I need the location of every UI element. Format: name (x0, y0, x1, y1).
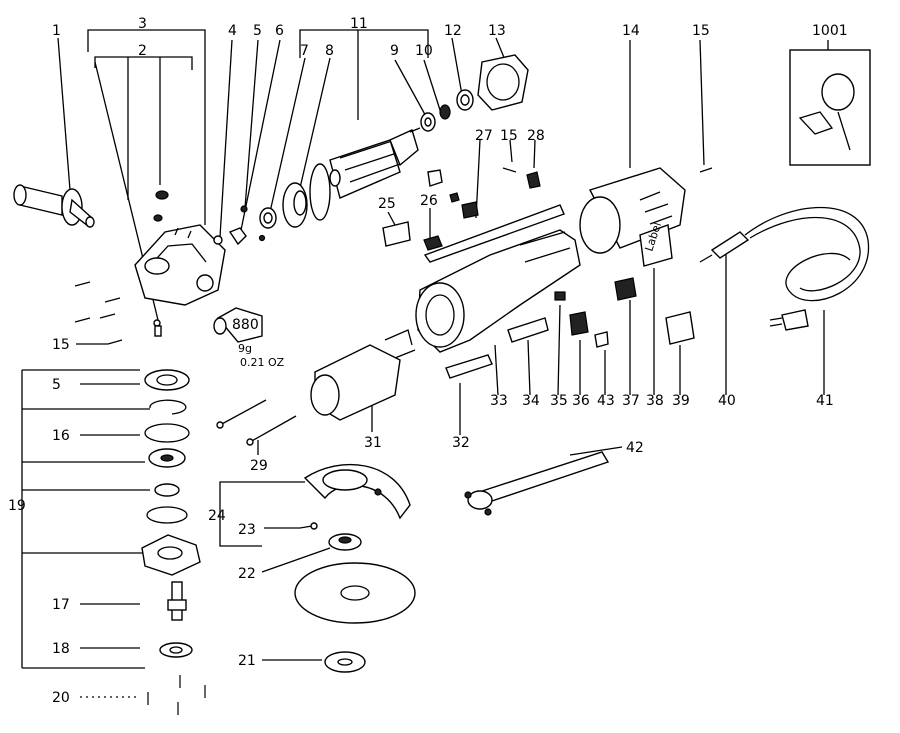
label-43: 43 (597, 393, 615, 409)
label-25: 25 (378, 196, 396, 212)
motor-housing-part (415, 229, 581, 353)
label-2: 2 (138, 43, 147, 59)
label-20: 20 (52, 690, 70, 706)
brush-parts (382, 169, 565, 263)
label-15-right: 15 (692, 23, 710, 39)
label-10: 10 (415, 43, 433, 59)
armature-part (309, 127, 421, 221)
label-3: 3 (138, 16, 147, 32)
pin-spanner-part (464, 451, 610, 516)
label-9: 9 (390, 43, 399, 59)
label-39: 39 (672, 393, 690, 409)
grease-weight-oz: 0.21 OZ (240, 356, 285, 369)
label-1: 1 (52, 23, 61, 39)
label-41: 41 (816, 393, 834, 409)
small-inserts-part (153, 190, 169, 337)
bearing-cap-part (477, 54, 529, 111)
housing-screws-part (74, 281, 123, 345)
label-32: 32 (452, 435, 470, 451)
label-11: 11 (350, 16, 368, 32)
label-15-mid: 15 (500, 128, 518, 144)
label-22: 22 (238, 566, 256, 582)
label-17: 17 (52, 597, 70, 613)
label-26: 26 (420, 193, 438, 209)
label-24: 24 (208, 508, 226, 524)
label-34: 34 (522, 393, 540, 409)
inset-1001-box (789, 49, 871, 166)
grinding-disc-part (294, 562, 416, 624)
label-23: 23 (238, 522, 256, 538)
fan-and-bearing-part (259, 182, 308, 229)
label-8: 8 (325, 43, 334, 59)
part-number-labels: 1 2 3 4 5 6 7 8 9 10 11 12 13 14 15 1001… (8, 16, 848, 706)
spindle-assembly-part (141, 369, 201, 658)
label-19: 19 (8, 498, 26, 514)
gear-housing-part (134, 224, 226, 306)
label-18: 18 (52, 641, 70, 657)
label-38: 38 (646, 393, 664, 409)
power-cable-part (699, 206, 870, 331)
grease-tube-part: 880 9g 0.21 OZ (213, 307, 285, 369)
label-6: 6 (275, 23, 284, 39)
flange-screws-part (147, 675, 206, 715)
label-21: 21 (238, 653, 256, 669)
label-33: 33 (490, 393, 508, 409)
label-5-lower: 5 (52, 377, 61, 393)
guard-screw-part (299, 522, 318, 530)
label-42: 42 (626, 440, 644, 456)
support-flange-part (328, 533, 362, 551)
label-40: 40 (718, 393, 736, 409)
clamp-nut-part (324, 651, 366, 673)
cover-screws-part (502, 167, 713, 173)
label-27: 27 (475, 128, 493, 144)
label-12: 12 (444, 23, 462, 39)
label-31: 31 (364, 435, 382, 451)
label-29: 29 (250, 458, 268, 474)
grease-tube-label: 880 (232, 317, 259, 333)
label-16: 16 (52, 428, 70, 444)
label-37: 37 (622, 393, 640, 409)
label-5-top: 5 (253, 23, 262, 39)
label-35: 35 (550, 393, 568, 409)
bearing-retainer-parts (213, 205, 266, 246)
label-1001: 1001 (812, 23, 848, 39)
leader-lines (21, 29, 829, 698)
field-coil-part (310, 329, 416, 421)
label-13: 13 (488, 23, 506, 39)
grease-weight-g: 9g (238, 342, 252, 355)
label-28: 28 (527, 128, 545, 144)
label-7: 7 (300, 43, 309, 59)
side-handle-part (13, 184, 95, 228)
field-screws-part (216, 399, 297, 446)
label-4: 4 (228, 23, 237, 39)
wheel-guard-part (303, 463, 411, 520)
label-15-left: 15 (52, 337, 70, 353)
label-36: 36 (572, 393, 590, 409)
label-14: 14 (622, 23, 640, 39)
armature-bearings-part (420, 89, 474, 132)
